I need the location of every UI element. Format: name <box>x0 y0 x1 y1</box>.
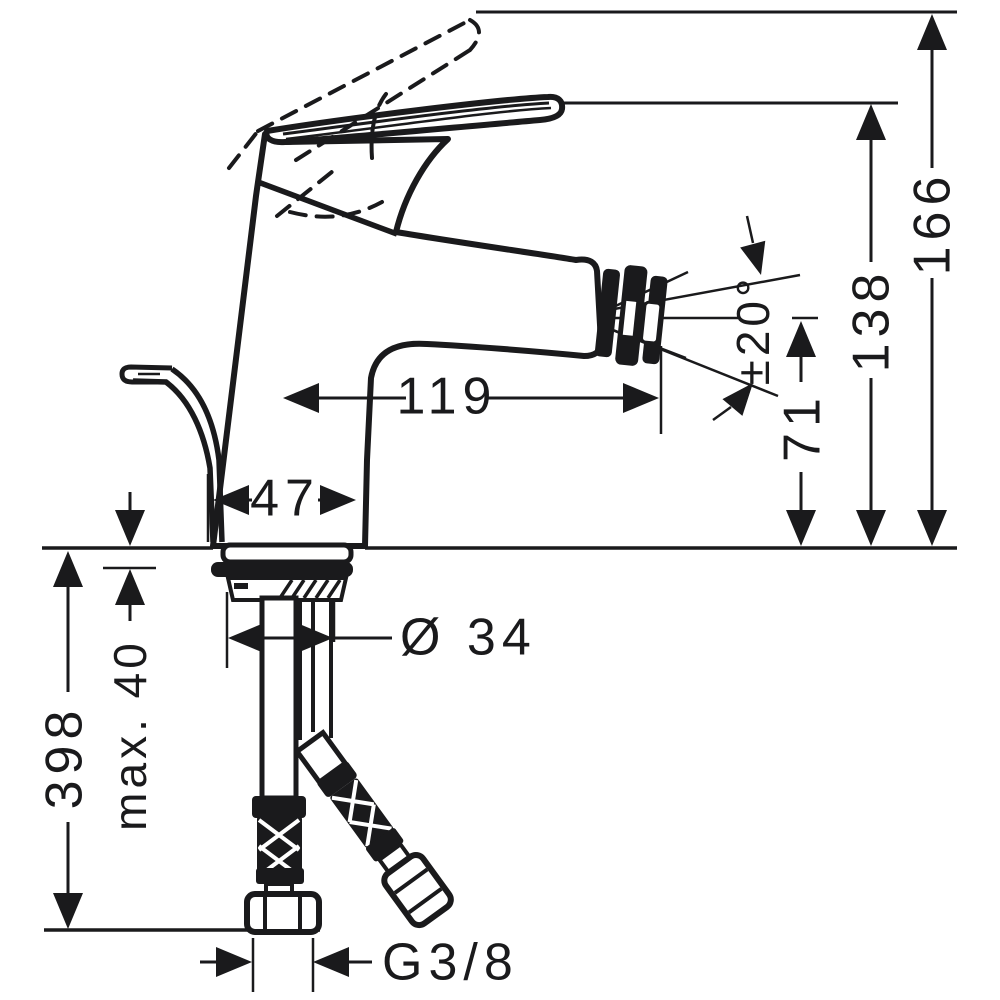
hose-nut-facets <box>263 897 302 929</box>
dimension-swivel-angle: ±20° <box>712 215 779 422</box>
arrowhead <box>740 240 766 275</box>
dimension-spout-height: 71 <box>774 321 832 546</box>
arrowhead <box>216 947 252 977</box>
dimension-max-mounting-thickness: max. 40 <box>104 492 156 831</box>
ext-lines-thread <box>251 938 315 992</box>
arrowhead <box>856 104 886 140</box>
arrowhead <box>320 485 356 515</box>
dim-max40-label: max. 40 <box>104 639 156 831</box>
mounting-washer <box>211 562 353 577</box>
arrowhead <box>722 383 753 416</box>
hose-tube <box>259 595 299 801</box>
hose-nut-facets <box>393 867 443 914</box>
bracket-hatching <box>278 579 342 599</box>
base-flange <box>220 542 354 565</box>
dim-119-label: 119 <box>397 368 498 426</box>
dim-d34-label: Ø 34 <box>400 609 537 667</box>
raised-handle-tip-arc <box>468 18 481 52</box>
hose-nut <box>381 852 454 929</box>
dimension-body-width: 47 <box>213 470 356 528</box>
mounting-and-hoses <box>211 542 454 935</box>
dimension-handle-height: 138 <box>843 104 901 546</box>
dim-166-label: 166 <box>904 171 962 276</box>
arrowhead <box>53 893 83 929</box>
dimension-total-height: 166 <box>904 14 962 546</box>
hose-braid-pattern <box>331 779 392 847</box>
arrowhead <box>115 510 145 546</box>
dim-g38-label: G3/8 <box>382 934 519 992</box>
aerator-ring-slot <box>622 300 637 336</box>
dimension-spout-reach: 119 <box>283 368 659 426</box>
arrowhead <box>283 383 319 413</box>
lever-arm-front-edge <box>170 366 225 543</box>
arrowhead <box>53 551 83 587</box>
faucet <box>119 18 668 549</box>
dimension-hose-length: 398 <box>36 551 94 929</box>
shank-tube <box>298 600 333 740</box>
handle-grip-inner-line-2 <box>285 106 552 141</box>
dim-398-label: 398 <box>36 705 94 810</box>
dimension-shank-diameter: Ø 34 <box>228 609 537 667</box>
handle-grip-inner-line <box>282 101 550 136</box>
dim-47-label: 47 <box>250 470 320 528</box>
dim-swivel-label: ±20° <box>727 275 779 386</box>
aerator-outlet-face <box>640 300 663 345</box>
hose-collar <box>317 761 357 797</box>
arrowhead <box>917 14 947 50</box>
arrowhead <box>228 623 264 653</box>
faucet-body-outline <box>210 131 604 549</box>
reference-lines <box>42 10 957 992</box>
hose-ferrule <box>365 828 404 862</box>
arrowhead <box>786 510 816 546</box>
dim-71-label: 71 <box>774 392 832 462</box>
supply-hose-straight <box>244 595 322 935</box>
handle-cap-seam <box>257 179 398 237</box>
arrowhead <box>313 947 349 977</box>
arrowhead <box>297 623 333 653</box>
arrowhead <box>786 321 816 357</box>
bracket-slot <box>234 583 248 589</box>
arrowhead <box>213 485 249 515</box>
raised-handle-neck-curve <box>369 92 388 160</box>
raised-handle-cap-edge <box>275 165 340 218</box>
hose-collar <box>252 796 306 818</box>
aerator <box>594 265 668 366</box>
raised-handle-lower-edge <box>294 48 472 162</box>
hose-braid <box>330 778 394 848</box>
hose-nut <box>244 891 322 935</box>
lever-knob <box>119 364 173 385</box>
raised-handle-pivot-edge <box>227 129 260 170</box>
hose-braid <box>257 816 302 872</box>
arrowhead <box>917 510 947 546</box>
arrowhead <box>856 510 886 546</box>
dimensions: 166 138 71 ±20° 119 <box>36 14 962 992</box>
raised-handle-cap-arc <box>288 200 384 219</box>
lever-arm-back-edge <box>132 378 216 543</box>
hose-ferrule <box>256 868 304 884</box>
arrowhead <box>623 383 659 413</box>
handle-side-lever <box>119 364 225 543</box>
hose-braid-pattern <box>257 818 301 878</box>
aerator-ring-1 <box>594 268 621 358</box>
arrowhead <box>115 569 145 605</box>
supply-hose-angled <box>293 729 454 929</box>
dim-138-label: 138 <box>843 268 901 373</box>
handle-raised-dashed <box>227 18 481 219</box>
dimension-connection-thread: G3/8 <box>200 934 519 992</box>
raised-handle-upper-edge <box>256 18 472 133</box>
